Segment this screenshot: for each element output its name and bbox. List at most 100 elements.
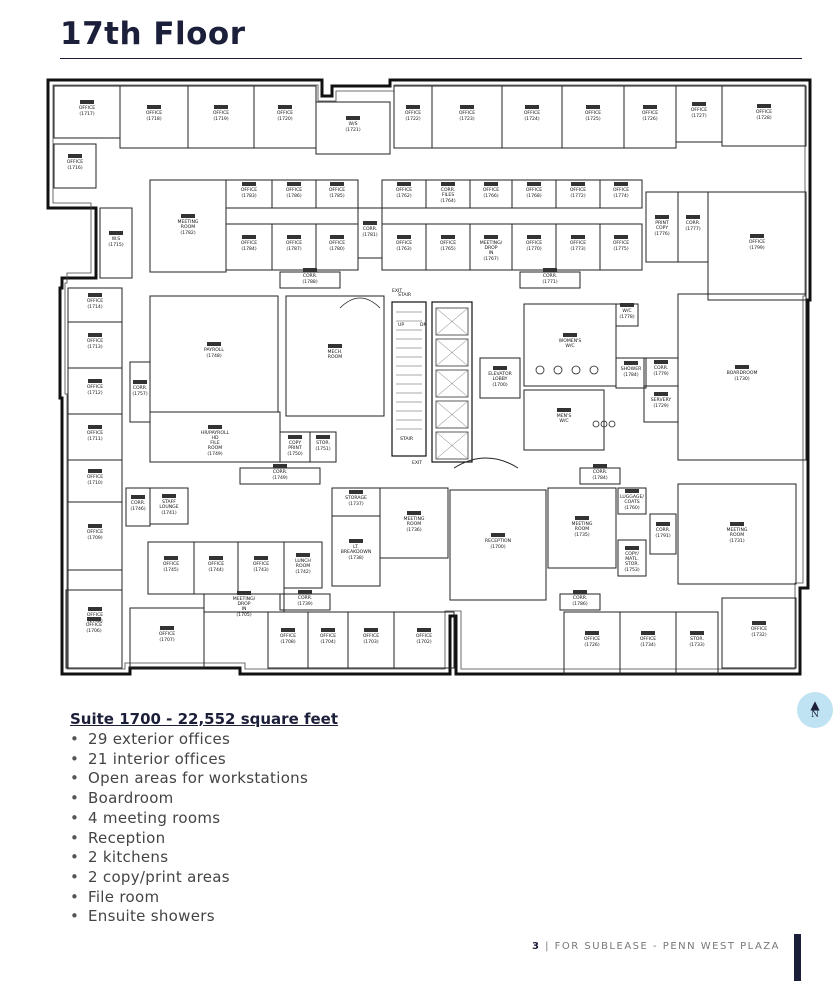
room-tag-icon: [162, 494, 176, 498]
feature-item: 21 interior offices: [70, 750, 308, 770]
room-number: (1702): [416, 639, 431, 645]
room-name: CORR.: [363, 226, 378, 232]
room-tag-icon: [441, 235, 455, 239]
room-name: OFFICE: [277, 110, 293, 116]
room-name: OFFICE: [570, 240, 586, 246]
room-number: (1774): [613, 193, 628, 199]
room-tag-icon: [643, 105, 657, 109]
room-tag-icon: [460, 105, 474, 109]
room-number: (1782): [180, 230, 195, 236]
room-outline: [393, 611, 455, 669]
room-outline: [129, 607, 205, 669]
room-name: CORR.: [298, 595, 313, 601]
room-number: (1775): [613, 246, 628, 252]
room-number: (1708): [280, 639, 295, 645]
room-name: OFFICE: [87, 298, 103, 304]
room-name: OFFICE: [253, 561, 269, 567]
room-tag-icon: [88, 379, 102, 383]
room-tag-icon: [690, 631, 704, 635]
room-tag-icon: [752, 621, 766, 625]
room-name: W/C: [622, 308, 631, 314]
room-tag-icon: [349, 490, 363, 494]
room-tag-icon: [625, 546, 639, 550]
room-tag-icon: [654, 360, 668, 364]
room-tag-icon: [316, 435, 330, 439]
feature-item: Ensuite showers: [70, 907, 308, 927]
room-number: (1787): [286, 246, 301, 252]
sink-fixture-icon: [592, 420, 600, 428]
feature-item: File room: [70, 888, 308, 908]
room-number: (1713): [87, 344, 102, 350]
room-name: W/S: [348, 121, 357, 127]
room-tag-icon: [278, 105, 292, 109]
room-name: OFFICE: [405, 110, 421, 116]
elevator-bank: [431, 301, 473, 463]
room-tag-icon: [571, 182, 585, 186]
floor-plan: OFFICE(1717)OFFICE(1718)OFFICE(1719)OFFI…: [46, 78, 812, 676]
room-number: (1768): [526, 193, 541, 199]
room-number: (1777): [685, 226, 700, 232]
room-number: (1735): [574, 532, 589, 538]
toilet-fixture-icon: [571, 365, 581, 375]
room-tag-icon: [133, 380, 147, 384]
room-tag-icon: [88, 607, 102, 611]
room-name: OFFICE: [584, 636, 600, 642]
room-outline: [53, 143, 97, 189]
room-name: MECH.ROOM: [328, 349, 343, 360]
room-tag-icon: [397, 182, 411, 186]
room-number: (1706): [86, 628, 101, 634]
room-tag-icon: [364, 628, 378, 632]
room-number: (1741): [161, 510, 176, 516]
room-outline: [479, 357, 521, 399]
room-outline: [523, 303, 617, 387]
room-name: COPY/MATL.STOR.: [625, 551, 639, 567]
room-tag-icon: [527, 182, 541, 186]
room-name: OFFICE: [329, 187, 345, 193]
room-name: OFFICE: [570, 187, 586, 193]
room-number: (1749): [272, 475, 287, 481]
room-name: CORR.: [593, 469, 608, 475]
room-number: (1712): [87, 390, 102, 396]
room-outline: [547, 487, 617, 569]
elevator-car: [435, 307, 469, 336]
room-tag-icon: [109, 231, 123, 235]
room-number: (1744): [208, 567, 223, 573]
room-name: OFFICE: [208, 561, 224, 567]
feature-item: Open areas for workstations: [70, 769, 308, 789]
room-outline: [615, 357, 647, 389]
room-tag-icon: [131, 495, 145, 499]
room-tag-icon: [397, 235, 411, 239]
elevator-x: [435, 431, 469, 460]
room-tag-icon: [750, 234, 764, 238]
room-tag-icon: [281, 628, 295, 632]
room-tag-icon: [321, 628, 335, 632]
room-tag-icon: [406, 105, 420, 109]
page-number: 3: [531, 941, 541, 952]
room-name: RECEPTION: [485, 538, 511, 544]
page-title: 17th Floor: [60, 16, 246, 52]
room-number: (1725): [585, 116, 600, 122]
room-number: (1728): [756, 115, 771, 121]
room-tag-icon: [209, 556, 223, 560]
room-name: OFFICE: [416, 633, 432, 639]
room-name: OFFICE: [751, 626, 767, 632]
room-name: LT.BREAKDOWN: [341, 544, 372, 555]
room-tag-icon: [346, 116, 360, 120]
room-number: (1766): [483, 193, 498, 199]
room-number: (1750): [287, 451, 302, 457]
room-name: OFFICE: [640, 636, 656, 642]
room-tag-icon: [417, 628, 431, 632]
room-number: (1785): [329, 193, 344, 199]
room-number: (1776): [654, 231, 669, 237]
room-outline: [617, 539, 647, 577]
room-name: OFFICE: [329, 240, 345, 246]
room-name: CORR.: [543, 273, 558, 279]
room-outline: [599, 179, 643, 209]
room-number: (1745): [163, 567, 178, 573]
elevator-car: [435, 431, 469, 460]
room-outline: [721, 597, 797, 669]
room-name: OFFICE: [613, 240, 629, 246]
